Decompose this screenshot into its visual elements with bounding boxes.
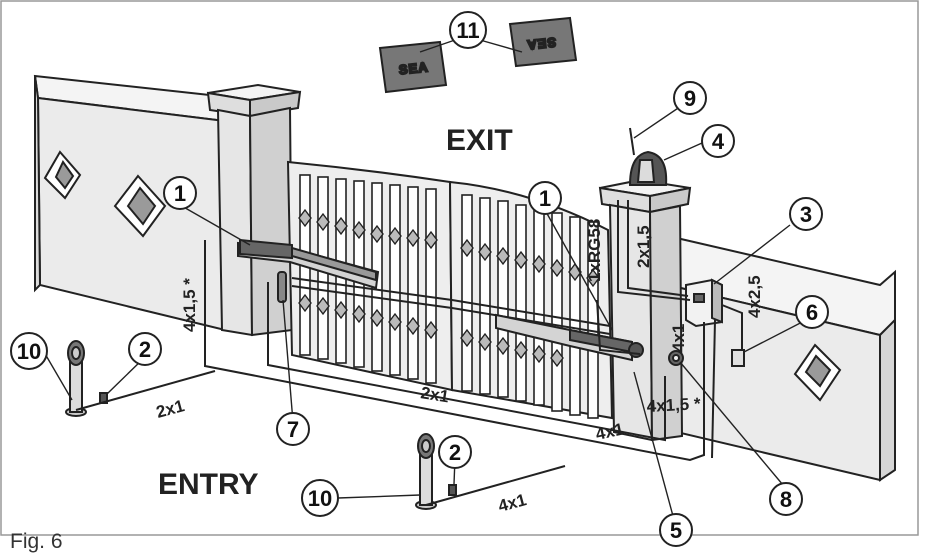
callout-leaders bbox=[43, 39, 811, 517]
cable-runs bbox=[75, 200, 743, 506]
flashing-light bbox=[628, 127, 668, 186]
cable-label-control-feed: 4x2,5 bbox=[745, 275, 764, 318]
callout-10b: 10 bbox=[308, 486, 332, 511]
left-operator bbox=[237, 238, 380, 290]
cable-label-right-motor: 4x1 bbox=[669, 324, 688, 352]
callout-1b: 1 bbox=[539, 186, 551, 211]
figure-border bbox=[0, 0, 919, 536]
callout-5: 5 bbox=[670, 518, 682, 543]
callout-1a: 1 bbox=[174, 181, 186, 206]
cable-label-left-vertical: 4x1,5 * bbox=[180, 278, 199, 332]
sign-left-text: SEA bbox=[398, 59, 429, 77]
figure-caption: Fig. 6 bbox=[10, 530, 63, 553]
callout-2b: 2 bbox=[449, 440, 461, 465]
right-pillar bbox=[598, 178, 692, 442]
right-wall-diamond bbox=[793, 343, 842, 402]
photocell-bottom-small bbox=[448, 484, 457, 496]
cable-label-control-vertical: 4x1,5 * bbox=[646, 394, 701, 416]
key-selector bbox=[277, 271, 287, 303]
callout-6: 6 bbox=[806, 300, 818, 325]
cable-label-antenna: 1xRG58 bbox=[585, 219, 604, 282]
cable-label-middle-run: 2x1 bbox=[419, 383, 450, 406]
cable-label-flasher: 2x1,5 bbox=[634, 225, 653, 268]
callout-10a: 10 bbox=[17, 339, 41, 364]
cable-label-left-photocell: 2x1 bbox=[154, 396, 186, 422]
photocell-column-left bbox=[65, 340, 87, 417]
callout-2a: 2 bbox=[139, 337, 151, 362]
entry-label: ENTRY bbox=[158, 468, 259, 501]
gate-bar-diamonds bbox=[298, 208, 600, 368]
wall-selector bbox=[668, 350, 684, 366]
cable-label-front-run: 4x1 bbox=[594, 419, 626, 443]
sign-right: SEA bbox=[508, 16, 578, 68]
callout-8: 8 bbox=[780, 487, 792, 512]
gate-rails bbox=[291, 277, 611, 335]
cable-labels: 4x1,5 * 2x1 2x1 4x1 4x1 1xRG58 2x1,5 4x1… bbox=[154, 219, 764, 516]
callout-4: 4 bbox=[712, 129, 725, 154]
photocell-column-bottom bbox=[415, 433, 437, 510]
callouts bbox=[10, 11, 829, 547]
sign-left: SEA bbox=[378, 40, 448, 94]
control-unit bbox=[685, 278, 723, 328]
receiver-box bbox=[731, 349, 745, 367]
exit-label: EXIT bbox=[446, 124, 513, 157]
callout-11: 11 bbox=[456, 18, 479, 43]
sign-right-text: SEA bbox=[526, 35, 557, 53]
callout-3: 3 bbox=[800, 202, 812, 227]
left-wall-diamonds bbox=[43, 150, 167, 238]
cable-label-bottom-photocell: 4x1 bbox=[496, 490, 528, 516]
callout-7: 7 bbox=[287, 417, 299, 442]
right-operator bbox=[495, 313, 644, 362]
right-wall bbox=[667, 234, 896, 482]
callout-9: 9 bbox=[684, 86, 696, 111]
callout-numbers: 1 1 11 9 4 3 6 8 5 7 2 10 2 10 bbox=[17, 18, 818, 543]
